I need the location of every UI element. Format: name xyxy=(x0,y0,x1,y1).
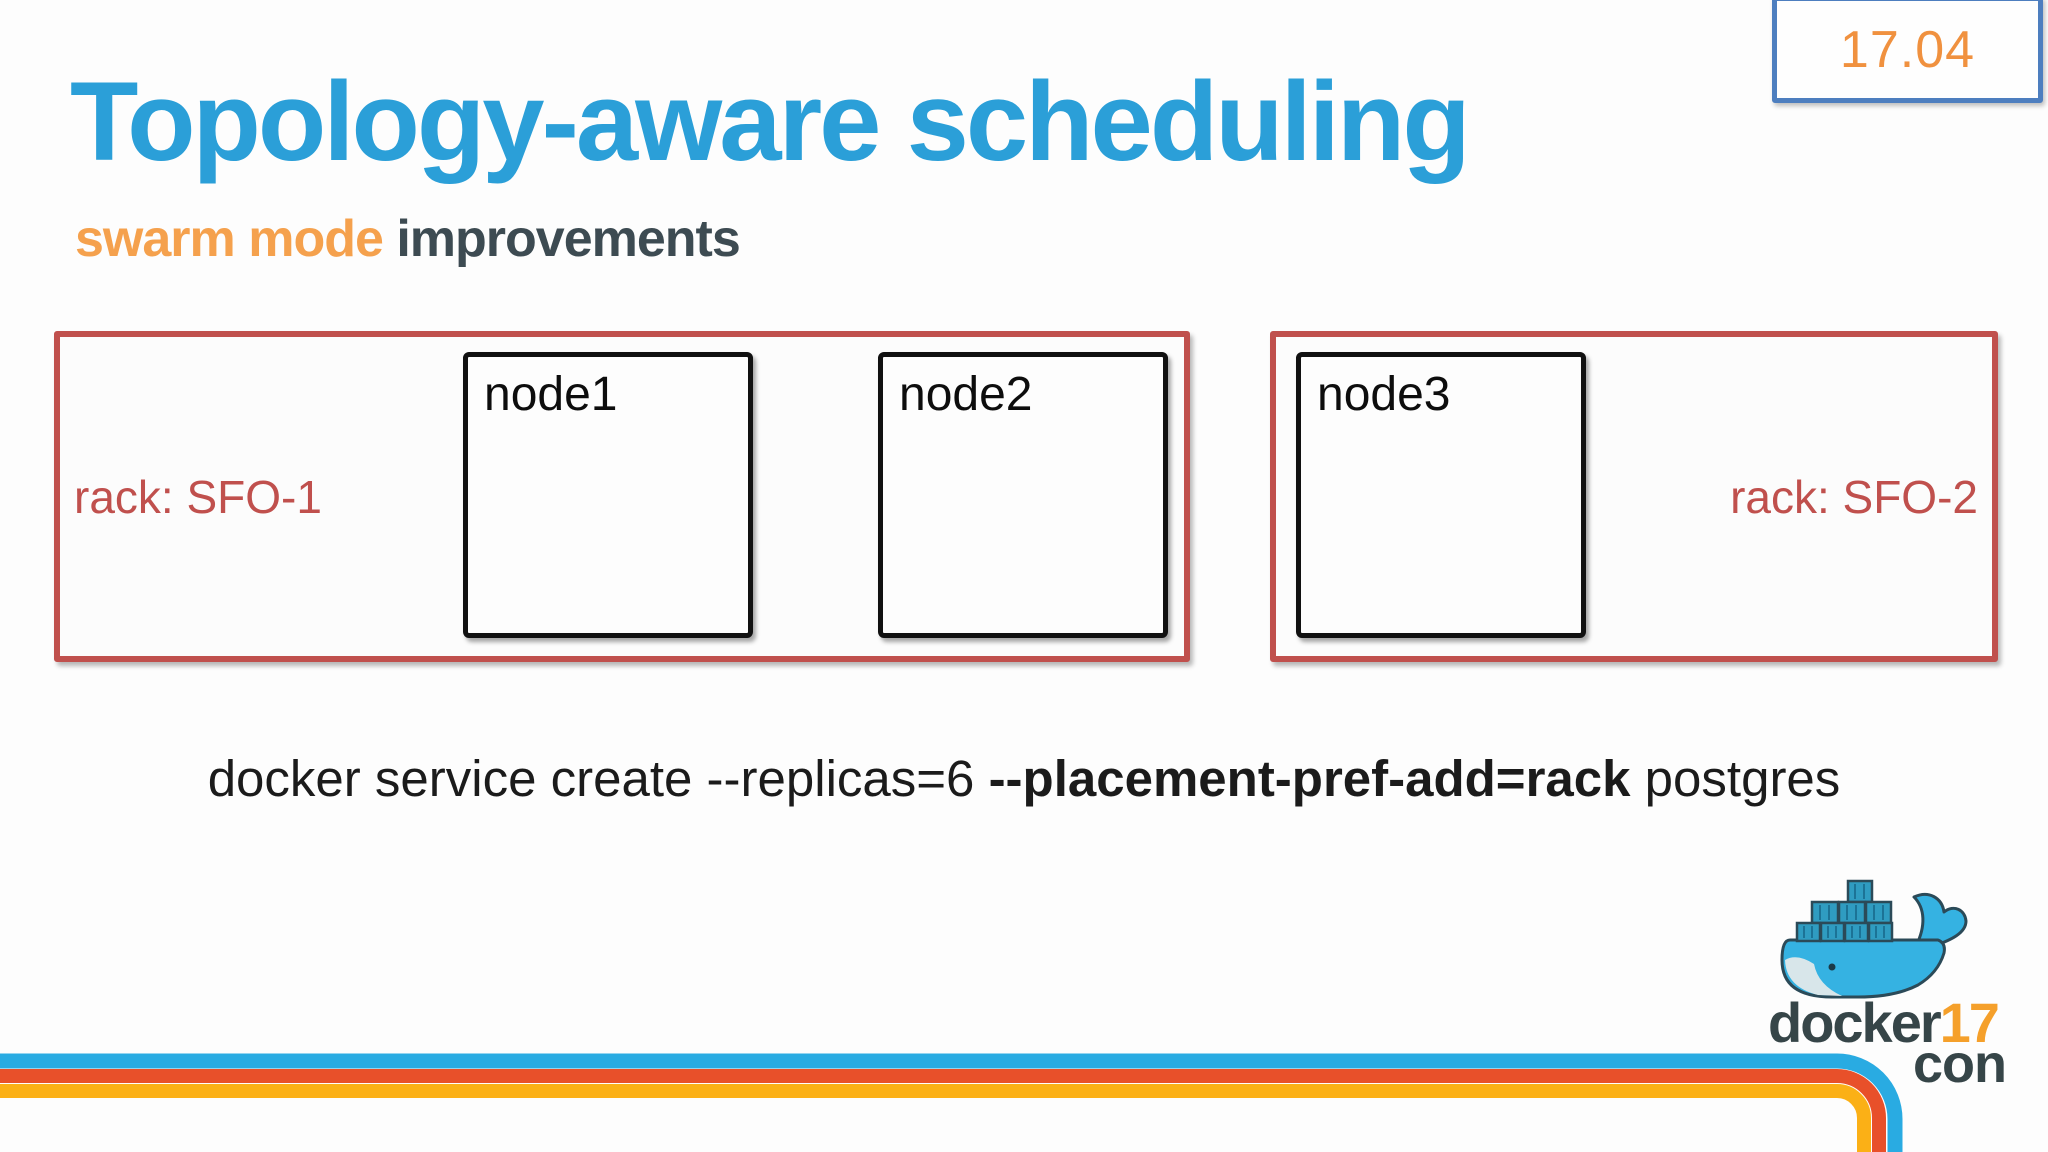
logo-year: 17 xyxy=(1939,991,2000,1054)
rack-label: rack: SFO-1 xyxy=(74,470,322,523)
version-badge-label: 17.04 xyxy=(1839,20,1976,79)
rack-sfo-1: rack: SFO-1 node1 node2 xyxy=(54,331,1190,662)
rack-sfo-2: rack: SFO-2 node3 xyxy=(1270,331,1998,662)
whale-eye xyxy=(1828,963,1836,971)
stripe-blue xyxy=(0,1053,1903,1152)
version-badge: 17.04 xyxy=(1772,0,2043,103)
logo-docker17: docker17 xyxy=(1768,995,2000,1051)
subtitle-rest: improvements xyxy=(382,210,740,268)
whale-belly xyxy=(1785,957,1842,996)
command-flag-bold: --placement-pref-add=rack xyxy=(988,750,1631,807)
rack-label: rack: SFO-2 xyxy=(1730,470,1978,523)
command-post: postgres xyxy=(1630,750,1841,807)
stripe-yellow xyxy=(0,1084,1871,1152)
node-label: node3 xyxy=(1317,368,1451,421)
command-pre: docker service create --replicas=6 xyxy=(207,750,989,807)
container-stack xyxy=(1795,879,1894,943)
container-ridges xyxy=(1803,884,1885,938)
page-subtitle: swarm mode improvements xyxy=(75,210,741,268)
subtitle-accent: swarm mode xyxy=(75,210,384,268)
docker-whale-icon xyxy=(1780,879,1968,999)
node-box-node2: node2 xyxy=(878,352,1168,638)
whale-tail xyxy=(1912,892,1968,948)
logo-con: con xyxy=(1912,1034,2007,1094)
node-box-node3: node3 xyxy=(1296,352,1586,638)
logo-brand: docker xyxy=(1768,991,1942,1054)
page-title: Topology-aware scheduling xyxy=(70,59,1471,184)
stripe-red xyxy=(0,1069,1886,1152)
node-label: node2 xyxy=(899,368,1033,421)
node-label: node1 xyxy=(484,368,618,421)
docker-command: docker service create --replicas=6 --pla… xyxy=(0,753,2048,804)
node-box-node1: node1 xyxy=(463,352,753,638)
